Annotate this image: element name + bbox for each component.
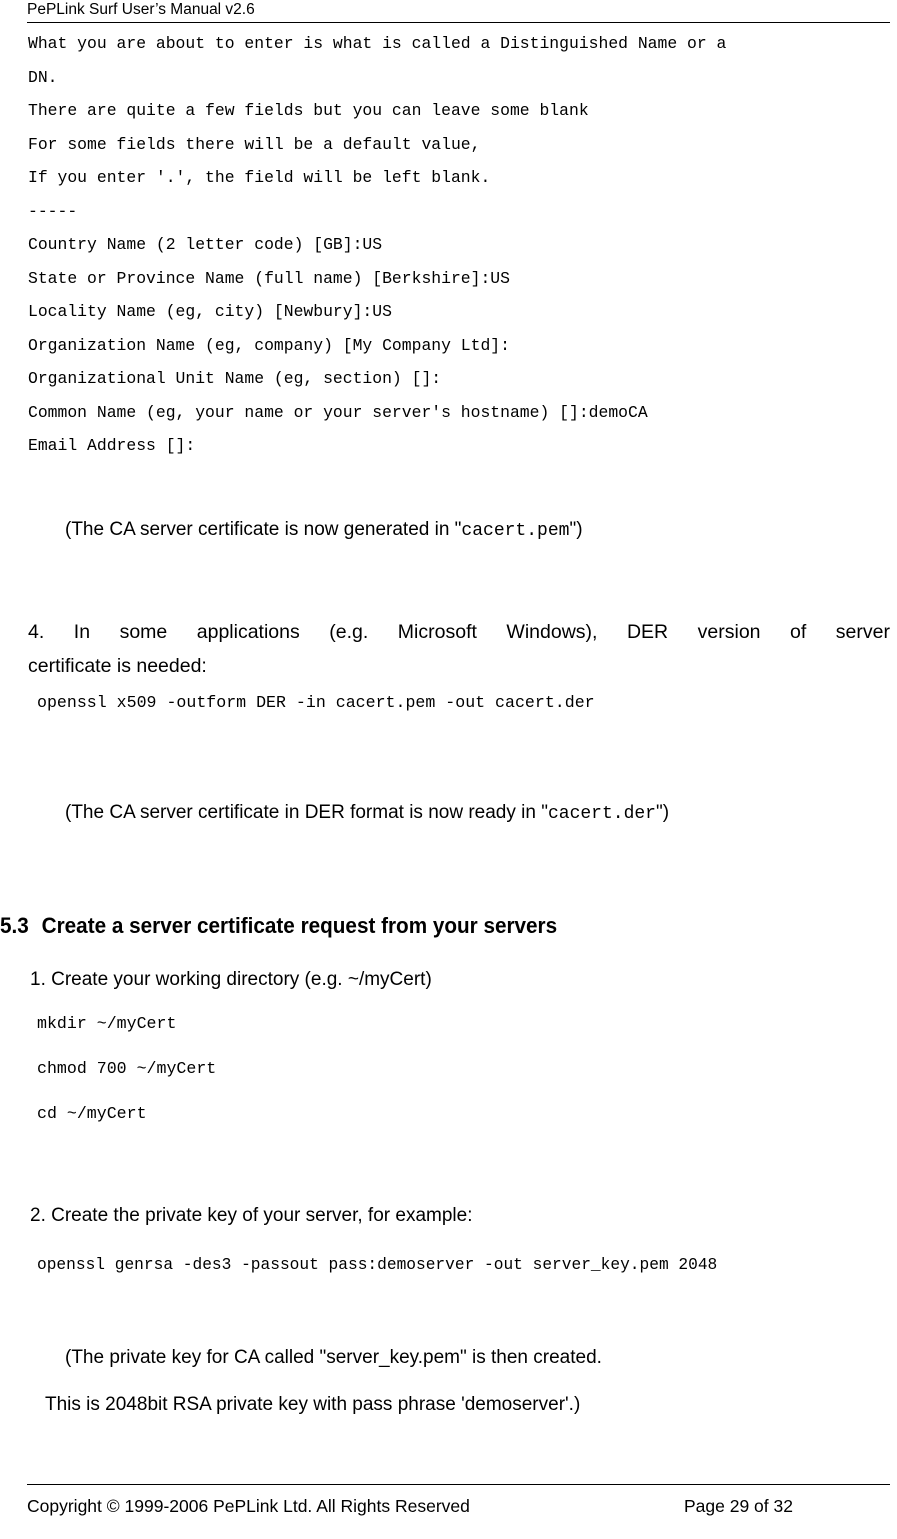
console-line: What you are about to enter is what is c… <box>28 34 727 53</box>
note-cacert-der: (The CA server certificate in DER format… <box>65 800 669 827</box>
console-line-common-name: Common Name (eg, your name or your serve… <box>28 402 648 422</box>
step4-paragraph: 4. In some applications (e.g. Microsoft … <box>28 615 890 683</box>
command-mkdir: mkdir ~/myCert <box>37 1014 177 1033</box>
step1-label: 1. Create your working directory (e.g. ~… <box>30 969 432 990</box>
page-footer: Copyright © 1999-2006 PePLink Ltd. All R… <box>27 1484 890 1520</box>
console-line: For some fields there will be a default … <box>28 134 481 154</box>
console-line-email-address: Email Address []: <box>28 436 196 455</box>
step4-line1: 4. In some applications (e.g. Microsoft … <box>28 621 890 643</box>
note-private-key-line1: (The private key for CA called "server_k… <box>65 1347 602 1368</box>
note-cacert-pem-suffix: ") <box>569 519 583 540</box>
page-header: PePLink Surf User’s Manual v2.6 <box>27 0 890 23</box>
footer-row: Copyright © 1999-2006 PePLink Ltd. All R… <box>27 1494 890 1520</box>
command-openssl-x509: openssl x509 -outform DER -in cacert.pem… <box>37 693 595 712</box>
console-separator-line: ----- <box>28 201 78 221</box>
console-output-block: What you are about to enter is what is c… <box>28 27 897 463</box>
console-line: There are quite a few fields but you can… <box>28 101 589 120</box>
footer-copyright: Copyright © 1999-2006 PePLink Ltd. All R… <box>27 1496 470 1516</box>
command-chmod: chmod 700 ~/myCert <box>37 1059 217 1078</box>
header-divider <box>27 22 890 23</box>
console-line: If you enter '.', the field will be left… <box>28 168 491 187</box>
note-cacert-pem-prefix: (The CA server certificate is now genera… <box>65 519 462 540</box>
note-private-key-line2: This is 2048bit RSA private key with pas… <box>45 1394 581 1415</box>
section-heading-5-3: 5.3 Create a server certificate request f… <box>0 911 825 941</box>
console-line-country-name: Country Name (2 letter code) [GB]:US <box>28 235 383 254</box>
section-number: 5.3 <box>0 913 29 938</box>
console-line: DN. <box>28 67 58 87</box>
console-line-state-name: State or Province Name (full name) [Berk… <box>28 268 510 288</box>
console-line-organizational-unit: Organizational Unit Name (eg, section) [… <box>28 369 442 388</box>
section-title: Create a server certificate request from… <box>41 913 558 938</box>
note-cacert-der-suffix: ") <box>656 802 670 823</box>
note-cacert-der-prefix: (The CA server certificate in DER format… <box>65 802 548 823</box>
footer-page-number: Page 29 of 32 <box>684 1496 793 1516</box>
command-cd: cd ~/myCert <box>37 1104 147 1123</box>
note-cacert-der-filename: cacert.der <box>547 804 656 824</box>
console-line-organization-name: Organization Name (eg, company) [My Comp… <box>28 335 510 355</box>
header-title: PePLink Surf User’s Manual v2.6 <box>27 1 255 18</box>
footer-divider <box>27 1484 890 1485</box>
command-openssl-genrsa: openssl genrsa -des3 -passout pass:demos… <box>37 1256 718 1275</box>
note-cacert-pem-filename: cacert.pem <box>461 521 570 541</box>
note-cacert-pem: (The CA server certificate is now genera… <box>65 517 583 544</box>
step4-line2: certificate is needed: <box>28 655 207 677</box>
console-line-locality-name: Locality Name (eg, city) [Newbury]:US <box>28 302 392 321</box>
step2-label: 2. Create the private key of your server… <box>30 1205 473 1226</box>
